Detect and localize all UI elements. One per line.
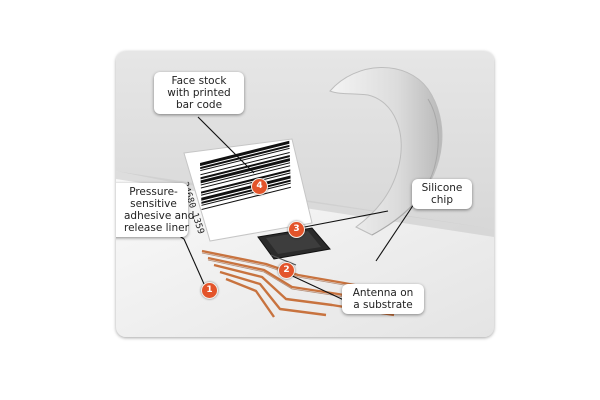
callout-adhesive-line: adhesive and (124, 210, 195, 222)
callout-face-stock: Face stock with printed bar code (154, 72, 244, 114)
barcode-bar (201, 179, 291, 204)
callout-face-stock-line: with printed (167, 87, 231, 99)
barcode-bar (200, 140, 290, 167)
barcode-bar (201, 172, 291, 196)
barcode-bar (200, 147, 290, 172)
callout-antenna-line: Antenna on (352, 287, 414, 299)
barcode (200, 140, 291, 210)
barcode-bar (201, 182, 291, 206)
callout-adhesive-line: sensitive (130, 198, 177, 210)
callout-antenna: Antenna on a substrate (342, 284, 424, 314)
barcode-bar (200, 169, 291, 194)
barcode-bar (201, 186, 291, 210)
marker-badge-2: 2 (278, 262, 295, 279)
barcode-bar (201, 175, 291, 201)
callout-adhesive: Pressure- sensitive adhesive and release… (116, 183, 195, 237)
marker-badge-4: 4 (251, 178, 268, 195)
barcode-bar (200, 158, 290, 184)
callout-antenna-line: a substrate (353, 299, 413, 311)
peeled-face-stock-inner (371, 98, 439, 236)
barcode-bar (200, 165, 291, 189)
callout-face-stock-line: Face stock (171, 75, 227, 87)
marker-badge-1: 1 (201, 282, 218, 299)
callout-chip-line: chip (430, 194, 453, 206)
callout-chip: Silicone chip (412, 179, 472, 209)
chip-top (266, 231, 321, 254)
callout-adhesive-line: Pressure- (129, 186, 178, 198)
callout-chip-line: Silicone (421, 182, 463, 194)
marker-badge-3: 3 (288, 221, 305, 238)
callout-adhesive-line: release liner (124, 222, 189, 234)
diagram-frame: 24680 1359 Face stock with printed bar c… (116, 51, 494, 337)
barcode-bar (200, 155, 290, 180)
callout-face-stock-line: bar code (175, 99, 223, 111)
barcode-bar (200, 162, 291, 186)
barcode-bar (200, 144, 290, 170)
